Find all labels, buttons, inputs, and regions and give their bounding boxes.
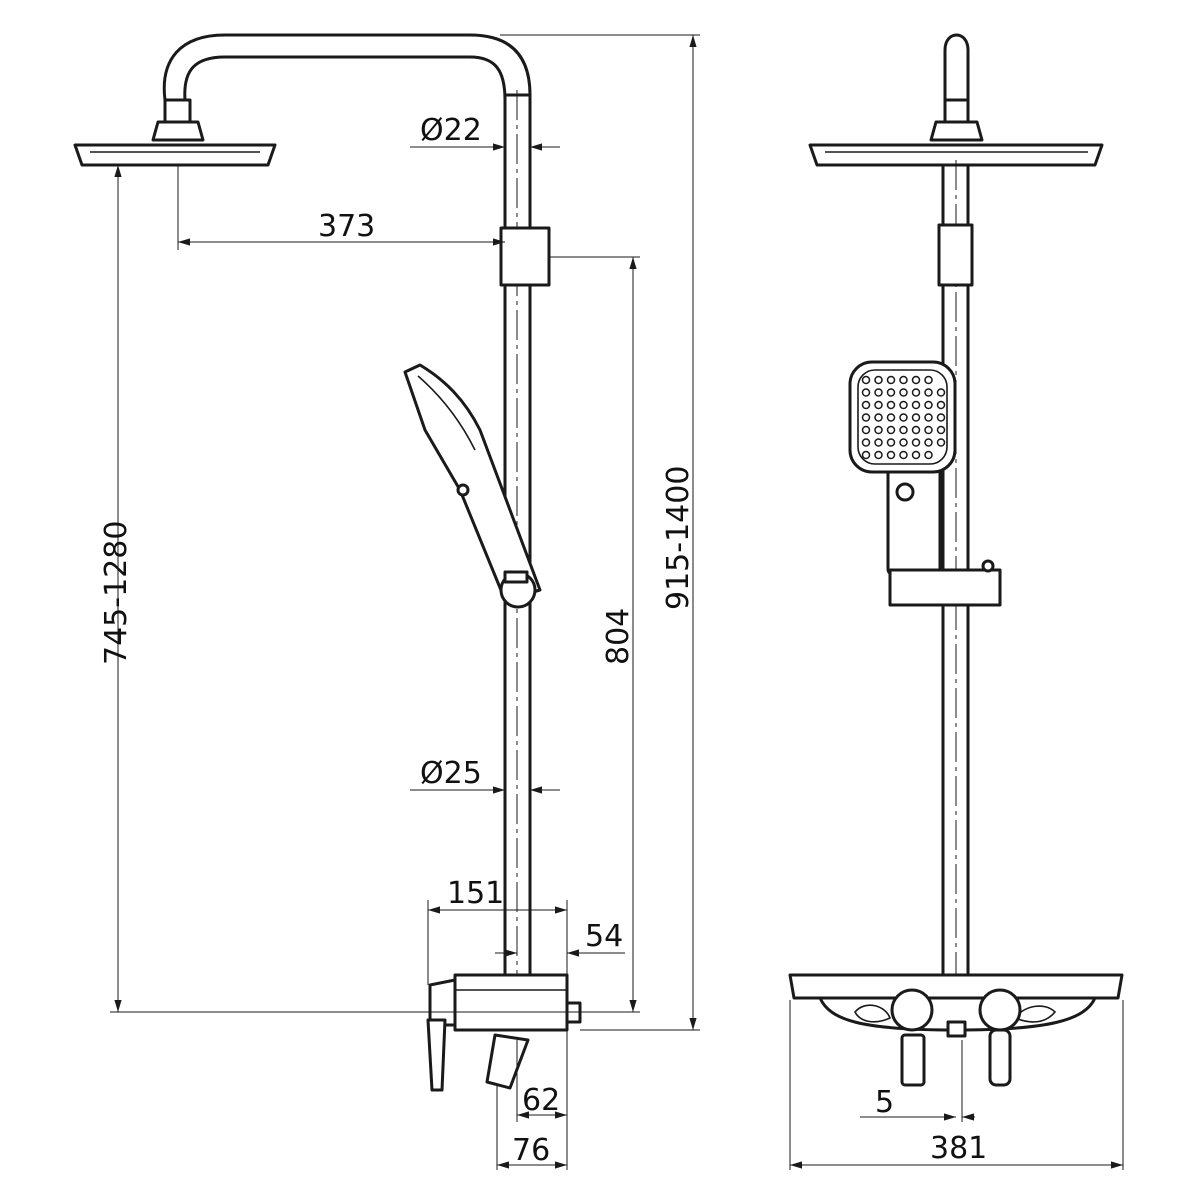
slider-bracket bbox=[499, 226, 551, 287]
spray-nozzle bbox=[886, 425, 896, 435]
spray-nozzle bbox=[874, 375, 883, 385]
spray-nozzle bbox=[911, 438, 921, 447]
dim-total-height: 915-1400 bbox=[661, 466, 696, 610]
spray-nozzle bbox=[874, 413, 883, 422]
head-neck bbox=[151, 120, 205, 142]
mixer-body bbox=[426, 973, 582, 1092]
spray-nozzle bbox=[899, 450, 908, 460]
front-lever bbox=[988, 1028, 1012, 1087]
dim-shelf-width: 381 bbox=[930, 1131, 987, 1166]
spray-nozzle bbox=[899, 425, 908, 435]
dim-offset: 5 bbox=[875, 1085, 894, 1120]
spray-nozzle bbox=[861, 388, 871, 397]
spray-nozzle bbox=[924, 438, 933, 447]
spray-nozzle bbox=[911, 400, 921, 410]
spray-nozzle bbox=[924, 400, 933, 410]
dim-spout-76: 76 bbox=[512, 1133, 550, 1168]
spray-nozzle bbox=[886, 438, 896, 447]
spray-nozzle bbox=[911, 450, 921, 460]
spray-nozzle bbox=[861, 400, 871, 410]
spray-nozzle bbox=[886, 450, 896, 460]
front-slider-clamp bbox=[888, 568, 1002, 607]
spray-nozzle bbox=[936, 388, 946, 397]
spray-nozzle bbox=[911, 375, 921, 385]
spray-nozzle bbox=[886, 375, 896, 385]
front-arm bbox=[943, 33, 970, 102]
spray-nozzle bbox=[911, 413, 921, 422]
shower-arm bbox=[162, 33, 532, 112]
spray-nozzle bbox=[911, 388, 921, 397]
front-hand-shower bbox=[848, 360, 957, 577]
spray-nozzle bbox=[899, 388, 908, 397]
dim-mixer-depth: 151 bbox=[447, 876, 504, 911]
spray-nozzle bbox=[936, 400, 946, 410]
spray-nozzle bbox=[861, 438, 871, 447]
spray-nozzle bbox=[874, 450, 883, 460]
spray-nozzle bbox=[861, 425, 871, 435]
spray-nozzle bbox=[886, 388, 896, 397]
spray-nozzle bbox=[924, 388, 933, 397]
spray-nozzle bbox=[874, 425, 883, 435]
arm-nut bbox=[163, 98, 192, 124]
side-view: Ø22 373 915-1400 804 745-1280 Ø25 151 54… bbox=[73, 33, 700, 1170]
spray-nozzle bbox=[886, 413, 896, 422]
mixer-lever bbox=[426, 1018, 447, 1092]
spray-nozzle bbox=[936, 425, 946, 435]
dim-slider-height: 804 bbox=[601, 608, 636, 665]
spray-nozzle bbox=[899, 438, 908, 447]
spray-nozzle bbox=[924, 413, 933, 422]
spray-nozzle bbox=[899, 400, 908, 410]
dim-pipe-top-diameter: Ø22 bbox=[420, 113, 482, 148]
spray-nozzle bbox=[936, 438, 946, 447]
spray-nozzle bbox=[861, 375, 871, 385]
spray-nozzle bbox=[874, 438, 883, 447]
front-rain-head bbox=[808, 143, 1104, 167]
front-diverter-knob bbox=[900, 1033, 926, 1087]
spray-nozzle bbox=[899, 375, 908, 385]
rain-shower-head bbox=[73, 143, 277, 167]
spray-nozzle bbox=[861, 450, 871, 460]
spray-nozzle bbox=[924, 375, 933, 385]
dim-head-height: 745-1280 bbox=[99, 521, 134, 665]
spray-nozzle bbox=[886, 400, 896, 410]
front-view: 381 5 bbox=[788, 33, 1124, 1170]
spray-nozzle bbox=[874, 388, 883, 397]
spray-nozzle bbox=[936, 413, 946, 422]
spray-nozzle bbox=[911, 425, 921, 435]
dim-spout-62: 62 bbox=[522, 1083, 560, 1118]
spray-nozzle bbox=[861, 413, 871, 422]
spray-nozzle bbox=[924, 425, 933, 435]
spray-nozzle bbox=[924, 450, 933, 460]
front-mixer bbox=[788, 973, 1124, 1087]
spray-nozzle bbox=[874, 400, 883, 410]
front-shelf bbox=[788, 973, 1124, 1000]
front-slider bbox=[937, 223, 974, 287]
hand-shower bbox=[403, 363, 542, 609]
dim-pipe-bottom-diameter: Ø25 bbox=[420, 756, 482, 791]
dim-arm-reach: 373 bbox=[318, 209, 375, 244]
spout bbox=[485, 1033, 530, 1090]
spray-nozzle bbox=[899, 413, 908, 422]
dim-pipe-offset: 54 bbox=[585, 919, 623, 954]
